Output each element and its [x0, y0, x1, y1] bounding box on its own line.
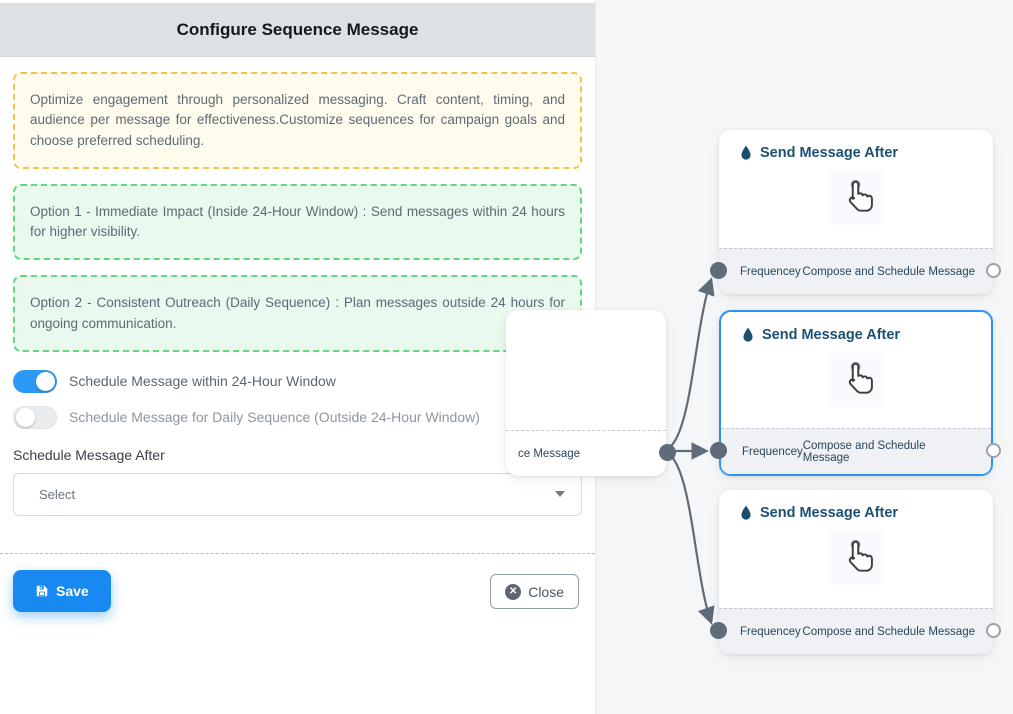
close-button[interactable]: ✕ Close — [490, 574, 579, 609]
node-footer-right: Compose and Schedule Message — [802, 439, 926, 464]
toggle-row-within-24h: Schedule Message within 24-Hour Window — [13, 369, 582, 393]
chevron-down-icon — [555, 491, 565, 498]
node-output-handle[interactable] — [986, 623, 1001, 638]
save-icon — [35, 584, 49, 598]
node-footer-left: Frequencey — [740, 265, 801, 278]
toggle-daily-sequence[interactable] — [13, 405, 57, 429]
node-input-handle[interactable] — [710, 622, 727, 639]
footer-divider — [0, 553, 595, 554]
node-footer-right: Compose and Schedule Message — [802, 625, 975, 638]
send-message-after-node-1[interactable]: Send Message After Frequencey Compose an… — [710, 130, 1001, 294]
water-drop-icon — [739, 505, 753, 521]
node-title: Send Message After — [760, 145, 899, 161]
select-value: Select — [39, 486, 76, 502]
modal-header: Configure Sequence Message — [0, 3, 595, 57]
option2-note-text: Option 2 - Consistent Outreach (Daily Se… — [30, 295, 565, 331]
water-drop-icon — [741, 327, 755, 343]
close-icon: ✕ — [505, 583, 522, 600]
option2-note: Option 2 - Consistent Outreach (Daily Se… — [13, 275, 582, 352]
flow-canvas[interactable]: ce Message Send Message After — [506, 0, 1013, 714]
node-title: Send Message After — [762, 327, 901, 343]
node-footer-left: Frequencey — [740, 625, 801, 638]
toggle-knob — [36, 371, 55, 391]
edge-to-bottom-node — [662, 449, 715, 625]
toggle-within-24h-label: Schedule Message within 24-Hour Window — [69, 373, 336, 390]
send-message-after-node-3[interactable]: Send Message After Frequencey Compose an… — [710, 490, 1001, 654]
water-drop-icon — [739, 145, 753, 161]
intro-note-text: Optimize engagement through personalized… — [30, 92, 565, 148]
hand-pointer-icon[interactable] — [829, 531, 883, 585]
save-button-label: Save — [56, 583, 89, 599]
option1-note: Option 1 - Immediate Impact (Inside 24-H… — [13, 183, 582, 261]
source-output-handle[interactable] — [659, 444, 676, 461]
hand-pointer-icon[interactable] — [829, 171, 883, 225]
toggle-daily-sequence-label: Schedule Message for Daily Sequence (Out… — [69, 409, 480, 426]
node-footer-right: Compose and Schedule Message — [802, 265, 975, 278]
source-node-footer-label: ce Message — [518, 447, 581, 460]
toggle-row-daily-sequence: Schedule Message for Daily Sequence (Out… — [13, 405, 582, 429]
page-title: Configure Sequence Message — [176, 19, 419, 39]
node-title: Send Message After — [760, 505, 899, 521]
configure-sequence-panel: Configure Sequence Message Optimize enga… — [0, 0, 596, 714]
close-button-label: Close — [528, 583, 564, 600]
node-input-handle[interactable] — [710, 262, 727, 279]
node-input-handle[interactable] — [710, 442, 727, 459]
save-button[interactable]: Save — [13, 570, 111, 612]
intro-note: Optimize engagement through personalized… — [13, 72, 582, 169]
toggle-within-24h-window[interactable] — [13, 369, 57, 393]
edge-to-top-node — [662, 277, 715, 453]
schedule-after-label: Schedule Message After — [13, 446, 165, 463]
send-message-after-node-2[interactable]: Send Message After Frequencey Compose an… — [710, 310, 1001, 476]
option1-note-text: Option 1 - Immediate Impact (Inside 24-H… — [30, 203, 565, 239]
node-footer-left: Frequencey — [742, 445, 803, 458]
node-output-handle[interactable] — [986, 263, 1001, 278]
source-node-partial[interactable]: ce Message — [506, 310, 676, 476]
hand-pointer-icon[interactable] — [829, 353, 883, 407]
schedule-after-select[interactable]: Select — [13, 472, 582, 516]
node-output-handle[interactable] — [986, 443, 1001, 458]
toggle-knob — [16, 407, 35, 427]
